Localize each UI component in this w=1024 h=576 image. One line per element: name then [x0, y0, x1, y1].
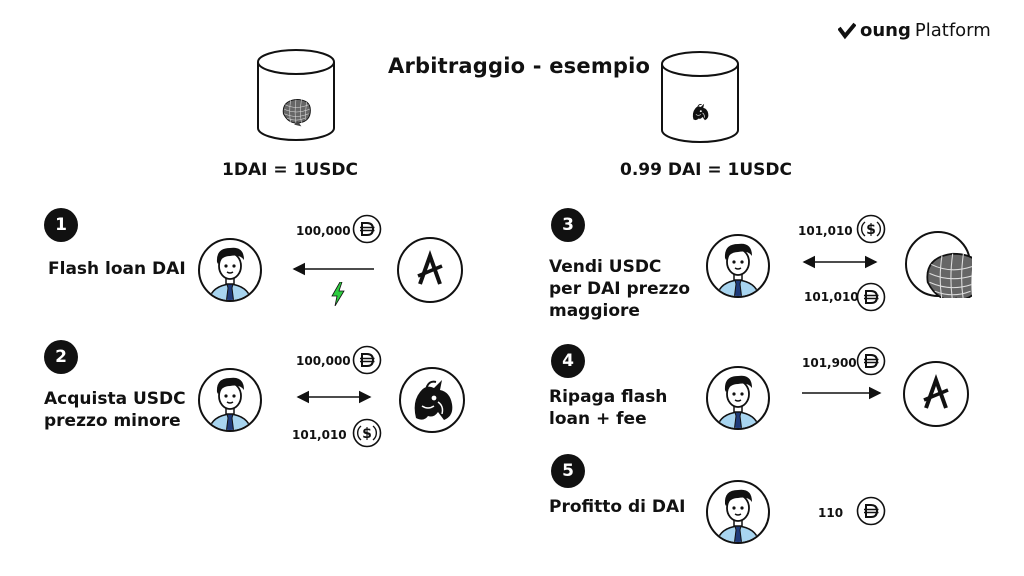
- lightning-icon: [330, 281, 346, 310]
- step-3-label-line: Vendi USDC: [549, 257, 662, 277]
- arrow-left: [292, 262, 374, 276]
- step-1-amount: 100,000: [296, 224, 351, 238]
- step-4-number: 4: [551, 344, 585, 378]
- step-4-label-line: loan + fee: [549, 409, 647, 429]
- right-rate: 0.99 DAI = 1USDC: [620, 160, 793, 180]
- left-rate: 1DAI = 1USDC: [222, 160, 358, 180]
- step-3-label-line: per DAI prezzo: [549, 279, 691, 299]
- step-2-amount-usdc: 101,010: [292, 428, 347, 442]
- arrow-both: [296, 390, 372, 404]
- step-3-number: 3: [551, 208, 585, 242]
- diagram-title: Arbitraggio - esempio: [388, 54, 651, 78]
- curve-circle: [904, 230, 972, 298]
- step-3-amount-dai: 101,010: [804, 290, 859, 304]
- step-3-amount-usdc: 101,010: [798, 224, 853, 238]
- arrow-right: [802, 386, 882, 400]
- step-3-label-line: maggiore: [549, 301, 640, 321]
- brand-mark-icon: [838, 22, 856, 40]
- step-4-label: Ripaga flash loan + fee: [549, 386, 667, 430]
- curve-icon: [927, 254, 972, 298]
- dai-icon: [352, 214, 382, 244]
- curve-icon: [278, 94, 314, 134]
- aave-icon: [902, 360, 970, 428]
- step-2-label: Acquista USDC prezzo minore: [44, 388, 186, 432]
- step-5-label-line: Profitto di DAI: [549, 497, 686, 517]
- person-icon: [706, 232, 770, 300]
- dai-icon: [856, 346, 886, 376]
- usdc-icon: [352, 418, 382, 448]
- step-2-number: 2: [44, 340, 78, 374]
- brand-logo: oung Platform: [838, 20, 991, 41]
- step-4-label-line: Ripaga flash: [549, 387, 668, 407]
- step-5-amount: 110: [818, 506, 844, 520]
- arrow-both: [802, 255, 878, 269]
- step-4-amount: 101,900: [802, 356, 857, 370]
- step-2-label-line: Acquista USDC: [44, 389, 186, 409]
- step-1-number: 1: [44, 208, 78, 242]
- uniswap-circle: [398, 366, 466, 434]
- step-5-number: 5: [551, 454, 585, 488]
- dai-icon: [856, 282, 886, 312]
- uniswap-icon: [686, 98, 714, 130]
- dai-icon: [856, 496, 886, 526]
- step-5-label: Profitto di DAI: [549, 496, 685, 518]
- exchange-curve: [256, 48, 336, 148]
- aave-icon: [396, 236, 464, 304]
- person-icon: [706, 478, 770, 546]
- step-2-amount-dai: 100,000: [296, 354, 351, 368]
- person-icon: [706, 364, 770, 432]
- step-3-label: Vendi USDC per DAI prezzo maggiore: [549, 256, 690, 322]
- exchange-uniswap: [660, 50, 740, 150]
- person-icon: [198, 236, 262, 304]
- brand-name-second: Platform: [914, 20, 991, 41]
- step-1-label-line: Flash loan DAI: [48, 259, 186, 279]
- step-1-label: Flash loan DAI: [48, 258, 186, 280]
- usdc-icon: [856, 214, 886, 244]
- step-2-label-line: prezzo minore: [44, 411, 181, 431]
- dai-icon: [352, 345, 382, 375]
- person-icon: [198, 366, 262, 434]
- brand-name-first: oung: [860, 20, 911, 41]
